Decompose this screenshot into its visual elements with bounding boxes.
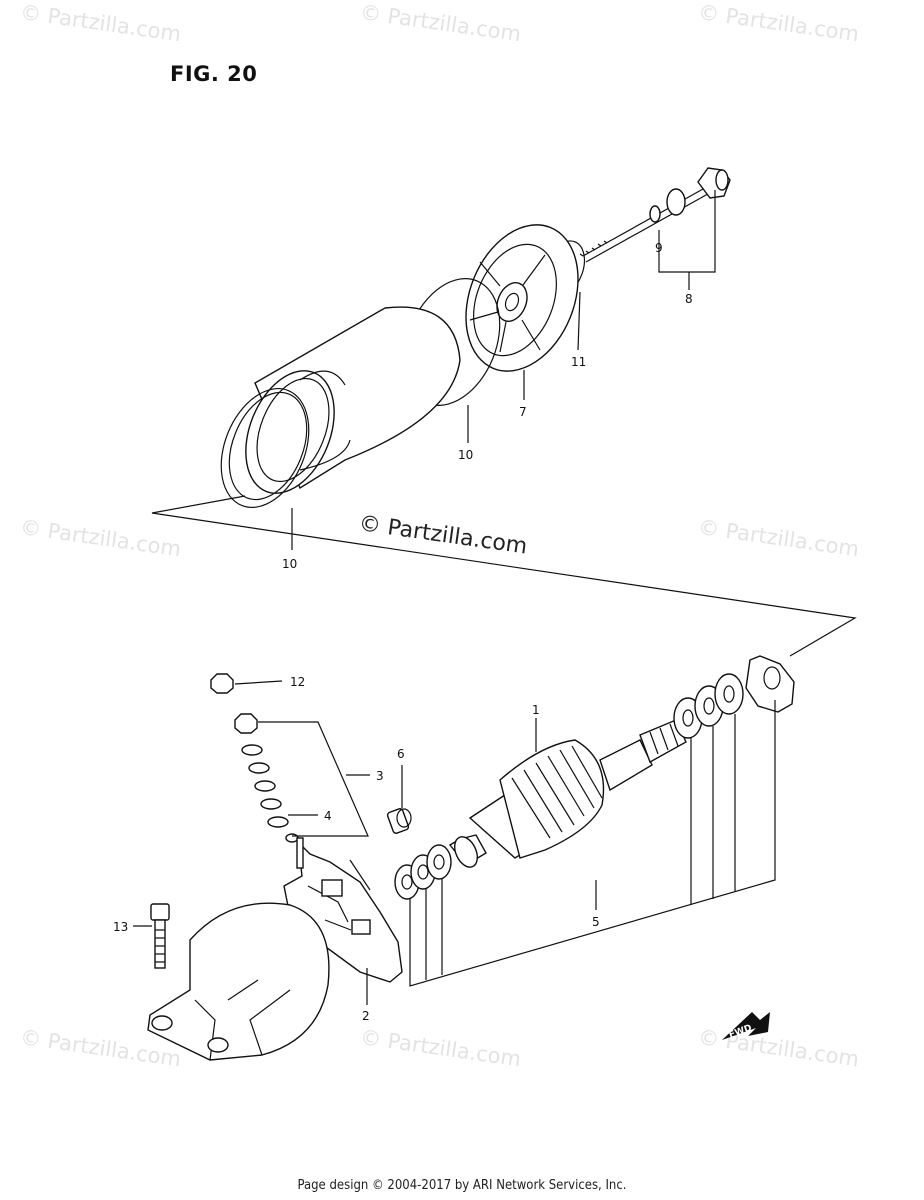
callout-4: 4 (324, 809, 332, 823)
yoke-housing[interactable] (229, 306, 461, 506)
fwd-badge: FWD (722, 1012, 770, 1041)
callout-1: 1 (532, 703, 540, 717)
callout-13: 13 (113, 920, 128, 934)
callout-6: 6 (397, 747, 405, 761)
callout-11: 11 (571, 355, 586, 369)
callout-3: 3 (376, 769, 384, 783)
washer-set-front[interactable] (394, 844, 452, 900)
callout-10-lower: 10 (282, 557, 297, 571)
callout-10-upper: 10 (458, 448, 473, 462)
callout-7: 7 (519, 405, 527, 419)
fwd-badge-label: FWD (728, 1023, 754, 1040)
end-housing[interactable] (147, 902, 330, 1061)
terminal-nut-set[interactable] (234, 713, 299, 843)
callout-9: 9 (655, 241, 663, 255)
bolt-13[interactable] (150, 903, 170, 969)
callout-2: 2 (362, 1009, 370, 1023)
callout-12: 12 (290, 675, 305, 689)
o-ring-10-front[interactable] (205, 376, 326, 521)
through-bolt[interactable] (579, 167, 731, 263)
leader-3 (258, 721, 369, 837)
leader-10-bracket (151, 495, 857, 657)
nut-12[interactable] (210, 673, 234, 694)
armature-1[interactable] (448, 719, 687, 871)
leader-8-9 (658, 190, 716, 273)
callout-8: 8 (685, 292, 693, 306)
page-footer: Page design © 2004-2017 by ARI Network S… (297, 1178, 627, 1193)
brush-6[interactable] (386, 808, 412, 834)
callout-5: 5 (592, 915, 600, 929)
watermark-center: © Partzilla.com (357, 511, 529, 559)
washer-set-rear[interactable] (673, 655, 795, 739)
figure-title: FIG. 20 (170, 62, 258, 86)
leader-5 (409, 700, 776, 987)
end-cover-7[interactable] (445, 208, 598, 388)
brush-holder-2[interactable] (283, 837, 403, 983)
